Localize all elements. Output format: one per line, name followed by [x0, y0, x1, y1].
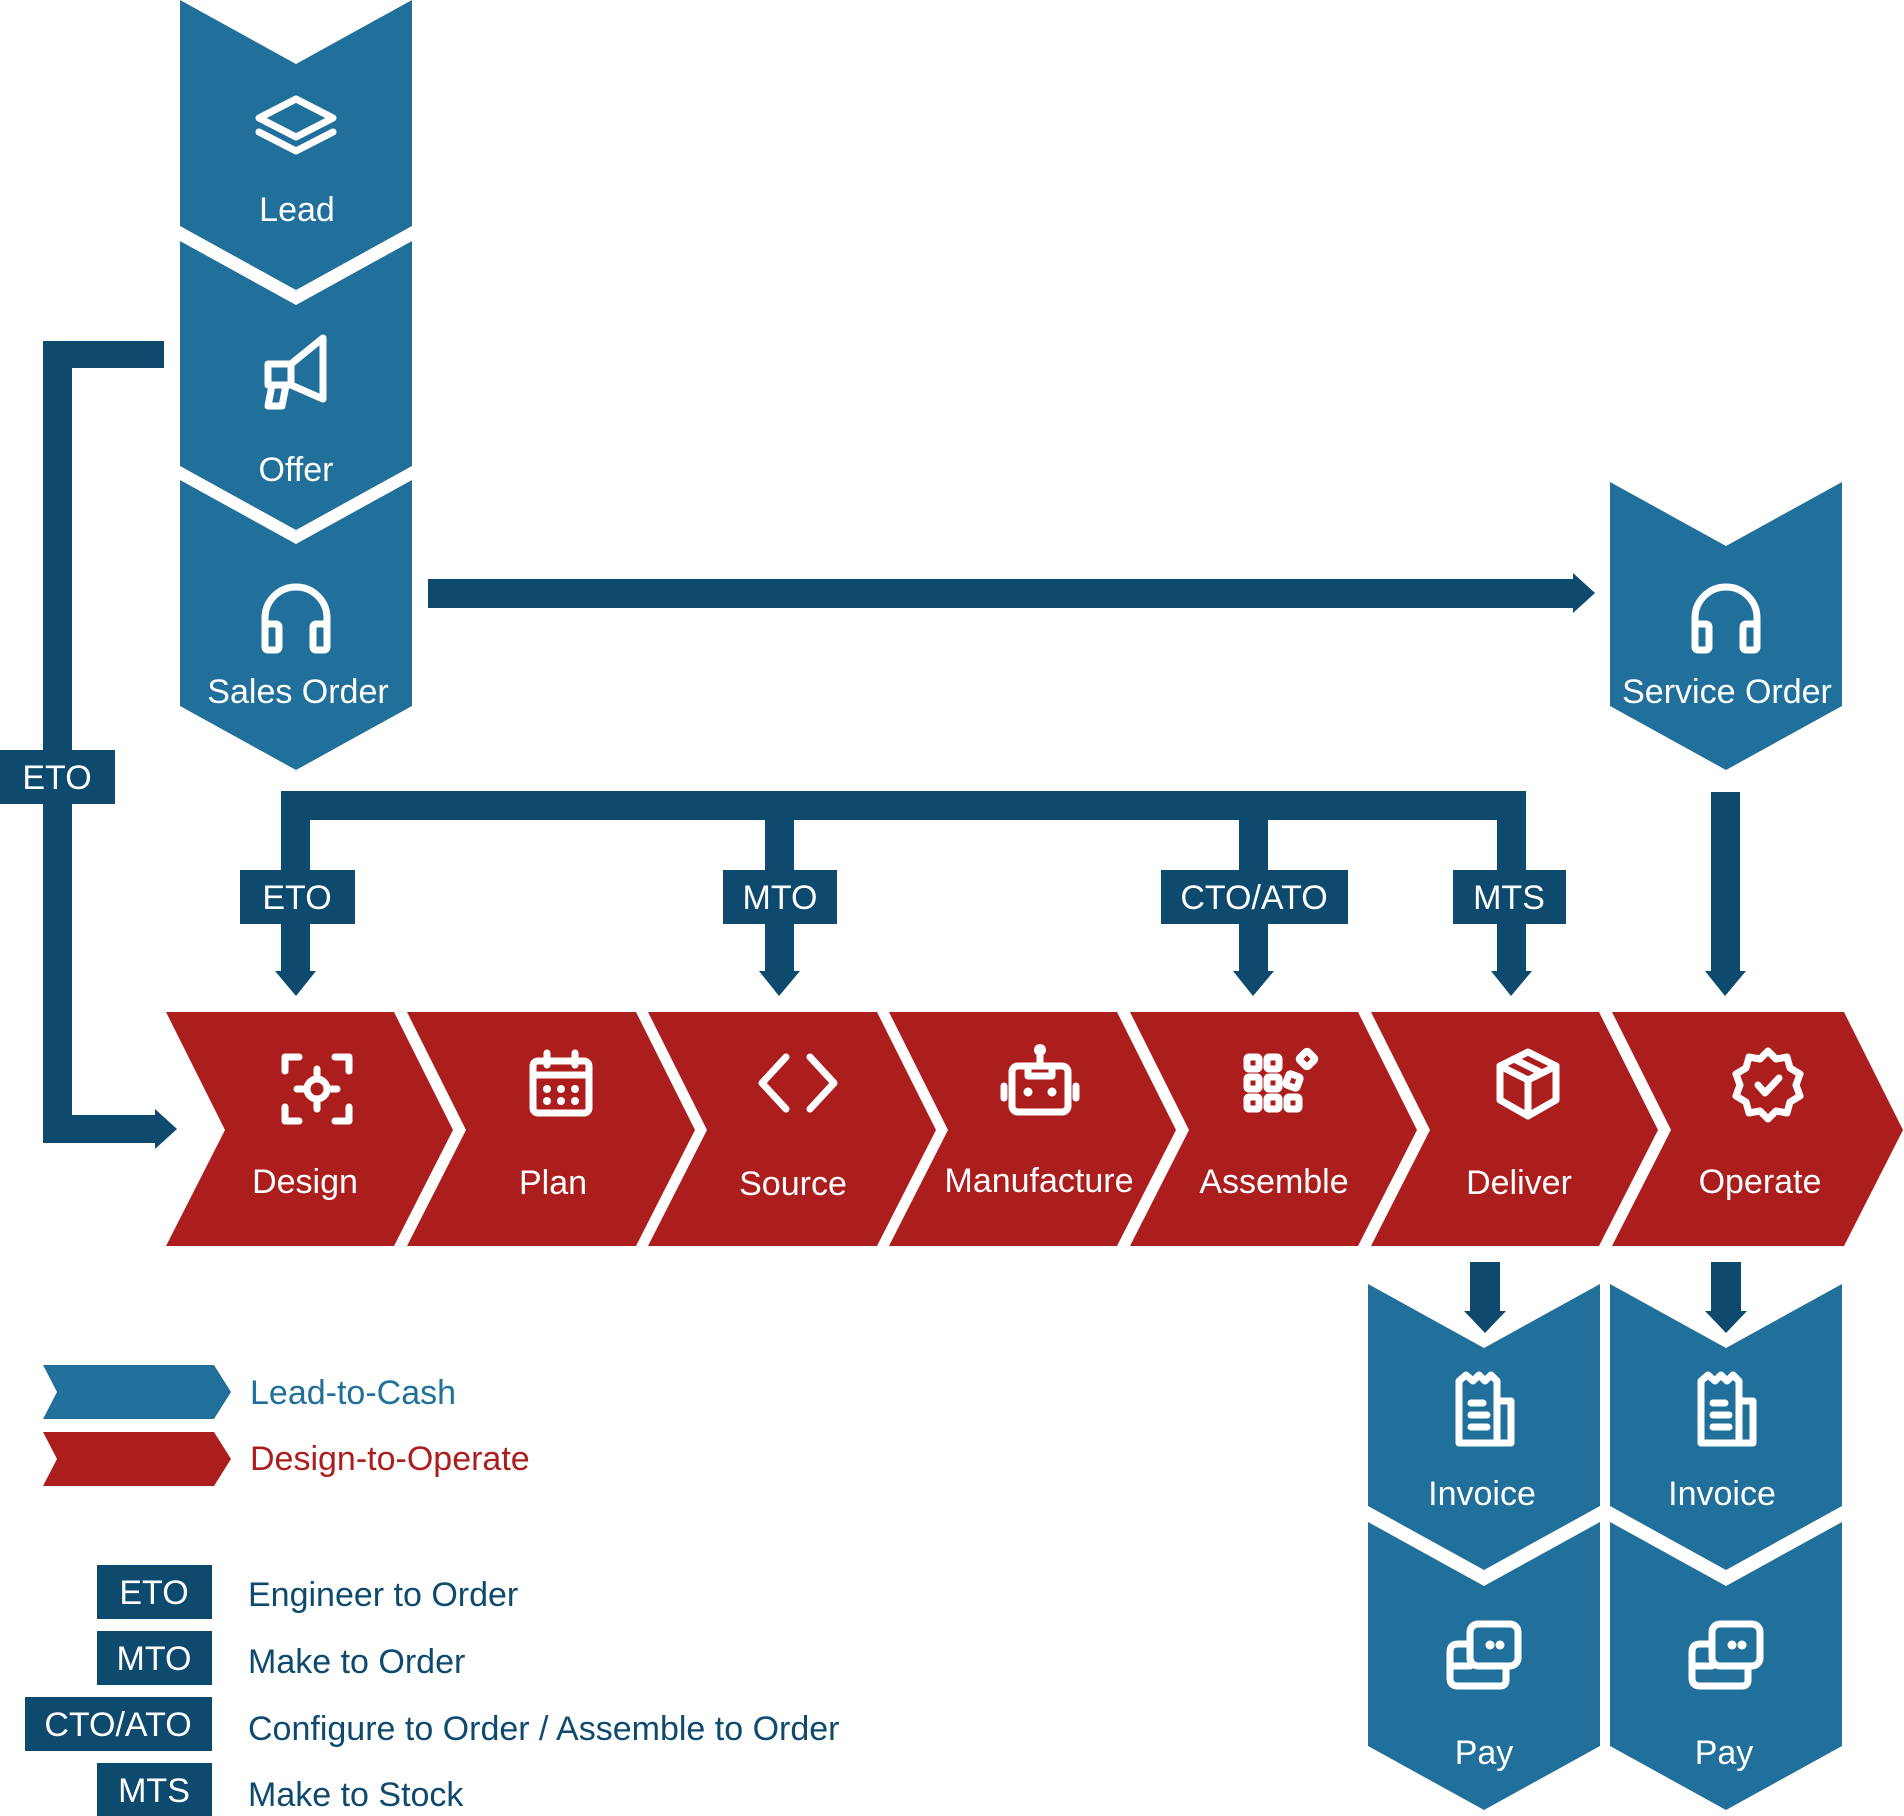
billing-column-deliver: Invoice Pay — [1368, 1284, 1600, 1810]
focus-target-icon — [281, 1053, 353, 1125]
legend-meaning-eto: Engineer to Order — [248, 1576, 518, 1614]
route-label-cto-ato-bg — [1161, 870, 1348, 924]
legend-label-design-to-operate: Design-to-Operate — [250, 1440, 530, 1478]
drop-eto-arrowhead — [275, 971, 316, 996]
distribution-bar — [281, 791, 1526, 820]
legend-code-mts-bg — [97, 1763, 212, 1816]
step-source-label: Source — [739, 1165, 847, 1203]
megaphone-icon — [264, 334, 327, 410]
operate-to-invoice-arrowhead — [1705, 1311, 1747, 1333]
operate-to-invoice-line — [1711, 1262, 1741, 1315]
step-source — [648, 1012, 936, 1246]
route-label-eto-left-bg — [0, 750, 115, 804]
lead-label: Lead — [259, 191, 335, 229]
pay-label: Pay — [1455, 1734, 1514, 1772]
legend: Lead-to-Cash Design-to-Operate ETO Engin… — [25, 1365, 839, 1816]
layers-icon — [255, 95, 337, 155]
invoice-label: Invoice — [1668, 1475, 1776, 1513]
legend-meaning-mto: Make to Order — [248, 1643, 465, 1681]
legend-code-mts: MTS — [118, 1772, 190, 1810]
payment-icon — [1688, 1620, 1764, 1690]
sales-order-block — [180, 480, 412, 770]
drop-mts-arrowhead — [1491, 971, 1532, 996]
route-label-mto: MTO — [743, 879, 818, 917]
package-box-icon — [1496, 1048, 1560, 1120]
step-plan-label: Plan — [519, 1164, 587, 1202]
eto-loop-vertical — [43, 341, 72, 1143]
step-assemble — [1130, 1012, 1417, 1246]
code-brackets-icon — [758, 1053, 838, 1113]
legend-code-mto: MTO — [117, 1640, 192, 1678]
headphones-icon — [1691, 583, 1761, 654]
step-deliver-label: Deliver — [1466, 1164, 1572, 1202]
sales-to-service-arrowhead — [1573, 573, 1595, 613]
offer-label: Offer — [259, 451, 334, 489]
step-assemble-label: Assemble — [1199, 1163, 1348, 1201]
step-deliver — [1371, 1012, 1658, 1246]
route-labels: ETO ETO MTO CTO/ATO MTS — [0, 750, 1566, 924]
service-order-block — [1610, 482, 1842, 770]
legend-code-eto-bg — [97, 1565, 212, 1619]
design-to-operate-row: Design Plan Source Manufacture — [166, 1012, 1903, 1246]
deliver-to-invoice-line — [1470, 1262, 1500, 1315]
calendar-icon — [529, 1049, 593, 1117]
receipt-icon — [1455, 1371, 1515, 1447]
step-design-label: Design — [252, 1163, 358, 1201]
sales-to-service-line — [428, 579, 1578, 608]
route-label-eto: ETO — [262, 879, 331, 917]
step-manufacture-label: Manufacture — [945, 1162, 1134, 1200]
legend-meaning-cto-ato: Configure to Order / Assemble to Order — [248, 1710, 839, 1748]
route-label-mto-bg — [723, 870, 837, 924]
legend-code-cto-ato-bg — [25, 1697, 212, 1751]
legend-label-lead-to-cash: Lead-to-Cash — [250, 1374, 456, 1412]
route-label-eto-left: ETO — [22, 759, 91, 797]
modules-grid-icon — [1243, 1047, 1319, 1113]
robot-icon — [1000, 1044, 1080, 1116]
drop-mto-arrowhead — [759, 971, 800, 996]
route-label-mts: MTS — [1473, 879, 1545, 917]
legend-code-mto-bg — [97, 1631, 212, 1685]
drop-cto-ato-arrowhead — [1233, 971, 1274, 996]
invoice-label: Invoice — [1428, 1475, 1536, 1513]
headphones-icon — [261, 583, 331, 654]
step-operate-label: Operate — [1699, 1163, 1822, 1201]
eto-loop-bottom — [43, 1115, 158, 1143]
legend-swatch-lead-to-cash — [43, 1365, 231, 1419]
connectors — [43, 341, 1747, 1333]
service-order-label: Service Order — [1622, 673, 1832, 711]
step-design — [166, 1012, 453, 1246]
step-operate — [1612, 1012, 1903, 1246]
lead-block — [180, 0, 412, 290]
pay-label: Pay — [1695, 1734, 1754, 1772]
route-label-eto-bg — [240, 870, 355, 924]
payment-icon — [1446, 1620, 1522, 1690]
step-manufacture — [889, 1012, 1176, 1246]
eto-loop-arrowhead — [155, 1109, 177, 1149]
receipt-icon — [1697, 1371, 1757, 1447]
legend-meaning-mts: Make to Stock — [248, 1776, 464, 1814]
legend-swatch-design-to-operate — [43, 1432, 231, 1486]
lead-to-cash-column: Lead Offer Sales Order — [180, 0, 412, 770]
step-plan — [407, 1012, 695, 1246]
lead-block-notch — [180, 0, 412, 64]
gear-check-icon — [1732, 1047, 1804, 1123]
service-to-operate-arrowhead — [1705, 971, 1746, 996]
route-label-mts-bg — [1453, 870, 1566, 924]
service-order-block-group: Service Order — [1610, 482, 1842, 770]
service-to-operate-line — [1711, 792, 1740, 973]
route-label-cto-ato: CTO/ATO — [1180, 879, 1327, 917]
billing-column-operate: Invoice Pay — [1610, 1284, 1842, 1810]
sales-order-label: Sales Order — [207, 673, 388, 711]
deliver-to-invoice-arrowhead — [1464, 1311, 1506, 1333]
legend-code-cto-ato: CTO/ATO — [44, 1706, 191, 1744]
legend-code-eto: ETO — [119, 1574, 188, 1612]
